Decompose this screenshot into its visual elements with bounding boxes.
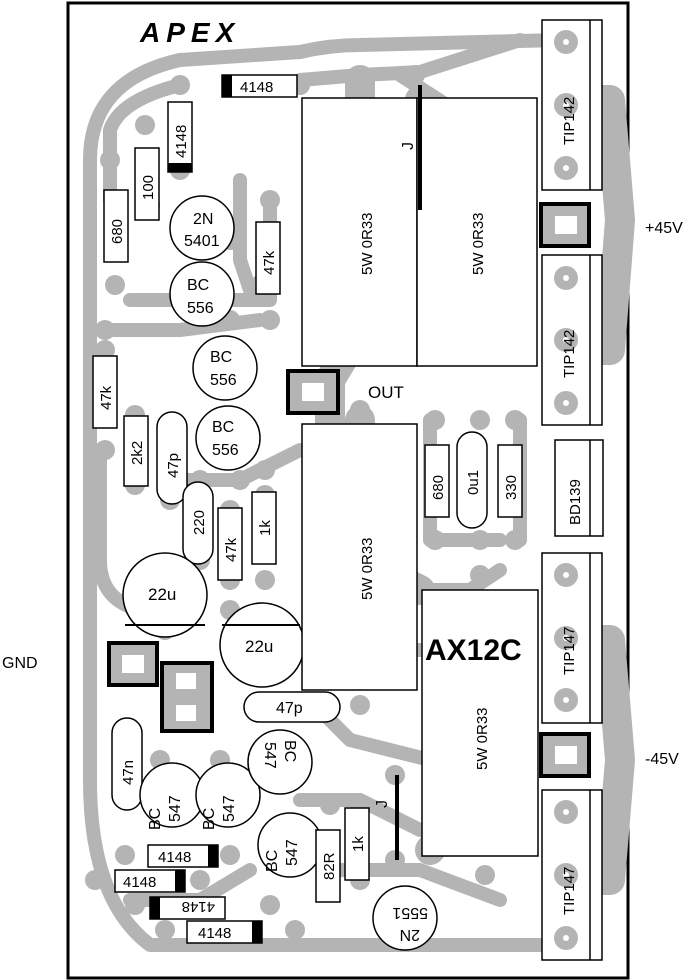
component-label-d-4148-top: 4148 — [240, 79, 273, 96]
drill-holes — [563, 39, 569, 941]
component-label-jumper-1: J — [400, 142, 417, 150]
component-label-r-1k-1: 1k — [257, 520, 274, 536]
component-label-q-2n5551-a: 2N — [400, 926, 420, 943]
component-label-q-bc556-2a: BC — [210, 349, 232, 366]
component-label-q-2n5401-a: 2N — [193, 211, 213, 228]
component-label-r-47k-1: 47k — [261, 250, 278, 275]
component-label-c-22u-1: 22u — [148, 585, 176, 604]
brand-logo: APEX — [139, 17, 240, 48]
component-label-q-bc556-3a: BC — [212, 419, 234, 436]
component-label-tip142-1: TIP142 — [561, 97, 578, 145]
component-label-d-4148-b4: 4148 — [198, 925, 231, 942]
component-label-c-47p-1: 47p — [165, 453, 182, 478]
component-label-re-4: 5W 0R33 — [474, 707, 491, 770]
component-label-r-680-r: 680 — [430, 475, 447, 500]
component-label-r-2k2: 2k2 — [129, 441, 146, 465]
component-label-q-bc556-1b: 556 — [187, 300, 214, 317]
component-label-q-bc547-2b: 547 — [221, 795, 238, 822]
component-label-q-bc547-1a: BC — [147, 808, 164, 830]
component-label-c-22u-2: 22u — [245, 637, 273, 656]
component-label-q-bc556-3b: 556 — [212, 442, 239, 459]
component-label-tip147-2: TIP147 — [561, 867, 578, 915]
model-label: AX12C — [425, 634, 522, 667]
component-label-c-47p-2: 47p — [276, 700, 303, 717]
component-label-r-330: 330 — [503, 475, 520, 500]
component-label-q-bc547-4b: 547 — [284, 839, 301, 866]
component-label-r-47k-2: 47k — [98, 385, 115, 410]
supply-neg-label: -45V — [645, 751, 679, 768]
component-label-q-bc547-3b: 547 — [261, 742, 278, 769]
out-label: OUT — [368, 383, 404, 402]
component-label-jumper-2: J — [374, 800, 391, 808]
component-label-d-4148-v: 4148 — [173, 125, 190, 158]
component-label-q-bc547-3a: BC — [281, 740, 298, 762]
component-label-r-82r: 82R — [321, 852, 338, 880]
component-label-tip147-1: TIP147 — [561, 627, 578, 675]
component-label-q-bc547-1b: 547 — [167, 795, 184, 822]
component-label-re-1: 5W 0R33 — [359, 212, 376, 275]
component-label-q-bc556-2b: 556 — [210, 372, 237, 389]
component-label-r-1k-2: 1k — [350, 836, 367, 852]
supply-pos-label: +45V — [645, 220, 683, 237]
component-label-d-4148-b2: 4148 — [123, 874, 156, 891]
component-label-c-0u1: 0u1 — [465, 470, 482, 495]
component-label-q-bc547-2a: BC — [201, 808, 218, 830]
component-label-q-bc556-1a: BC — [187, 277, 209, 294]
component-label-q-bd139: BD139 — [567, 479, 584, 525]
component-label-tip142-2: TIP142 — [561, 330, 578, 378]
component-label-r-220: 220 — [191, 510, 208, 535]
component-labels: APEX AX12C OUT 4148 4148 100 680 2N 5401… — [98, 17, 584, 943]
component-outlines — [92, 19, 604, 961]
component-label-c-47n: 47n — [120, 760, 137, 785]
component-label-r-47k-3: 47k — [223, 537, 240, 562]
component-label-q-2n5551-b: 5551 — [392, 904, 428, 921]
component-label-r-680-l: 680 — [109, 219, 126, 244]
component-label-d-4148-b3: 4148 — [182, 898, 215, 915]
component-label-re-2: 5W 0R33 — [470, 212, 487, 275]
ground-label: GND — [2, 655, 38, 672]
component-label-q-bc547-4a: BC — [264, 850, 281, 872]
component-label-q-2n5401-b: 5401 — [184, 233, 220, 250]
component-label-r-100: 100 — [140, 175, 157, 200]
pads — [85, 65, 525, 940]
component-label-re-3: 5W 0R33 — [359, 537, 376, 600]
component-label-d-4148-b1: 4148 — [158, 849, 191, 866]
